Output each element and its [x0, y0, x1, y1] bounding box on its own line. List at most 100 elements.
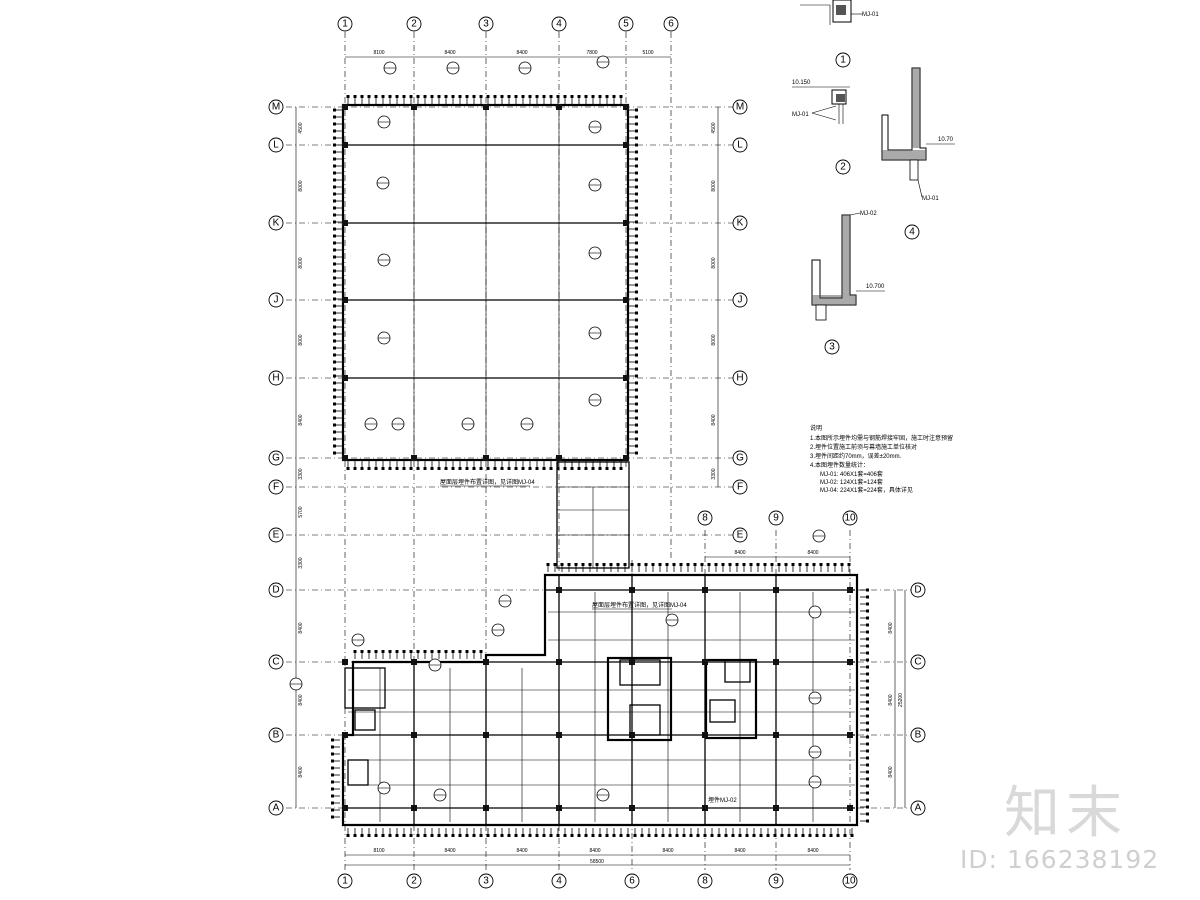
svg-text:4500: 4500: [711, 122, 717, 133]
grid-bubble-left-L: L: [268, 137, 284, 153]
svg-text:3300: 3300: [298, 468, 304, 479]
bottom-dimensions: 8100 8400 8400 8400 8400 8400 8400 58500: [373, 848, 818, 865]
column: [411, 732, 417, 738]
svg-text:9: 9: [773, 876, 779, 887]
svg-text:3300: 3300: [711, 468, 717, 479]
column: [556, 732, 562, 738]
grid-bubbles-right-upper: M L K J H G F E: [732, 99, 748, 543]
svg-text:F: F: [273, 482, 279, 493]
general-notes: 说明 1.本图所示埋件均需与钢筋焊接牢固，施工时注意预留 2.埋件位置施工前须与…: [810, 424, 953, 494]
svg-text:C: C: [272, 657, 279, 668]
column: [411, 659, 417, 665]
svg-text:G: G: [272, 453, 280, 464]
svg-text:MJ-02: MJ-02: [860, 211, 877, 217]
grid-bubble-top-4: 4: [551, 16, 567, 32]
column: [483, 455, 489, 461]
svg-text:F: F: [737, 482, 743, 493]
grid-bubble-mid-8: 8: [697, 510, 713, 526]
column: [847, 659, 853, 665]
column: [556, 587, 562, 593]
svg-text:2: 2: [411, 876, 417, 887]
column: [342, 805, 348, 811]
column: [629, 805, 635, 811]
grid-bubble-bottom-3: 3: [478, 873, 494, 889]
svg-text:7800: 7800: [586, 50, 597, 56]
svg-text:L: L: [737, 140, 743, 151]
column: [847, 805, 853, 811]
dimension-lines: [295, 56, 906, 866]
column: [342, 142, 348, 148]
svg-text:4.本图埋件数量统计：: 4.本图埋件数量统计：: [810, 461, 869, 469]
svg-text:D: D: [914, 585, 921, 596]
column: [342, 104, 348, 110]
column: [702, 587, 708, 593]
svg-text:H: H: [272, 373, 279, 384]
column: [411, 104, 417, 110]
grid-bubble-right-F: F: [732, 479, 748, 495]
svg-text:10.700: 10.700: [866, 284, 885, 290]
grid-bubble-left-A: A: [268, 800, 284, 816]
svg-text:8000: 8000: [711, 334, 717, 345]
svg-text:8400: 8400: [298, 766, 304, 777]
grid-bubble-right-E: E: [732, 527, 748, 543]
svg-text:3: 3: [483, 19, 489, 30]
svg-text:K: K: [737, 218, 744, 229]
svg-text:MJ-01: MJ-01: [862, 12, 879, 18]
svg-text:MJ-01: 406X1套=406套: MJ-01: 406X1套=406套: [820, 470, 883, 478]
grid-bubble-mid-9: 9: [768, 510, 784, 526]
svg-text:8400: 8400: [516, 848, 527, 854]
svg-text:8: 8: [702, 876, 708, 887]
svg-text:1: 1: [342, 876, 348, 887]
svg-text:9: 9: [773, 513, 779, 524]
left-dimensions: 4500 8000 8000 8000 8400 3300 5700 3300 …: [298, 122, 304, 777]
grid-bubble-right-K: K: [732, 215, 748, 231]
svg-text:3.埋件间距约70mm，误差±20mm.: 3.埋件间距约70mm，误差±20mm.: [810, 452, 902, 460]
svg-text:8000: 8000: [711, 257, 717, 268]
svg-text:8000: 8000: [298, 180, 304, 191]
svg-text:8400: 8400: [734, 550, 745, 556]
grid-bubble-right-J: J: [732, 292, 748, 308]
top-dimensions: 8100 8400 8400 7800 5100: [373, 50, 653, 56]
svg-text:K: K: [273, 218, 280, 229]
svg-text:D: D: [272, 585, 279, 596]
svg-text:说明: 说明: [810, 424, 822, 432]
svg-text:MJ-04: 224X1套=224套，具体详见: MJ-04: 224X1套=224套，具体详见: [820, 486, 913, 494]
column: [483, 104, 489, 110]
svg-text:5: 5: [623, 19, 629, 30]
column: [629, 587, 635, 593]
column: [629, 732, 635, 738]
grid-bubble-top-6: 6: [663, 16, 679, 32]
svg-text:8100: 8100: [373, 50, 384, 56]
svg-text:M: M: [272, 102, 280, 113]
column: [623, 142, 629, 148]
connector-corridor: [556, 461, 630, 569]
svg-text:2: 2: [840, 162, 846, 173]
grid-bubble-right-C: C: [910, 654, 926, 670]
svg-text:J: J: [738, 295, 743, 306]
grid-bubble-left-F: F: [268, 479, 284, 495]
svg-text:8400: 8400: [888, 766, 894, 777]
watermark-logo: 知末: [1004, 781, 1128, 846]
grid-bubble-left-B: B: [268, 727, 284, 743]
column: [773, 587, 779, 593]
grid-bubble-top-1: 1: [337, 16, 353, 32]
column: [556, 104, 562, 110]
right-lower-dimensions: 8400 8400 8400 25200: [888, 622, 904, 777]
detail-4: 10.70 MJ-01 4: [881, 67, 955, 240]
grid-bubble-bottom-1: 1: [337, 873, 353, 889]
svg-text:8400: 8400: [662, 848, 673, 854]
grid-bubble-top-3: 3: [478, 16, 494, 32]
grid-bubble-left-E: E: [268, 527, 284, 543]
svg-text:B: B: [273, 730, 280, 741]
svg-text:MJ-01: MJ-01: [922, 196, 939, 202]
grid-bubbles-top: 1 2 3 4 5 6: [337, 16, 679, 32]
lower-small-label: 埋件MJ-02: [708, 796, 737, 804]
grid-bubble-top-2: 2: [406, 16, 422, 32]
svg-text:10: 10: [844, 876, 856, 887]
embedded-parts: [331, 95, 869, 837]
column: [773, 659, 779, 665]
column: [773, 732, 779, 738]
column: [411, 455, 417, 461]
column: [342, 220, 348, 226]
svg-text:G: G: [736, 453, 744, 464]
